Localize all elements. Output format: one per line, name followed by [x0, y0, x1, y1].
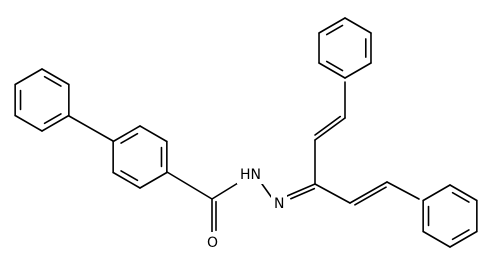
phenyl-ring-a-bond [14, 68, 43, 86]
nh-label-bg [237, 164, 263, 184]
vinyl-up-double-second [314, 115, 342, 136]
phenyl-ring-b-inner-bond [120, 170, 139, 182]
nh-to-n [261, 183, 273, 199]
n-label-bg [271, 193, 287, 213]
phenyl-ring-d-bond [422, 230, 451, 248]
phenyl-ring-b-inner-bond [120, 132, 139, 144]
phenyl-ring-b-bond [139, 171, 168, 189]
o-label-bg [205, 232, 221, 252]
vinyl-up-double [314, 117, 346, 141]
phenyl-ring-d-bond [422, 184, 451, 202]
phenyl-ring-a-bond [14, 114, 43, 132]
phenyl-ring-c-bond [344, 17, 372, 34]
biphenyl-link [68, 115, 114, 142]
phenyl-ring-d-bond [449, 184, 478, 202]
vinyl-down-double [349, 181, 388, 204]
phenyl-ring-b-bond [112, 171, 141, 189]
phenyl-ring-d-bond [449, 230, 478, 248]
phenyl-ring-b-bond [112, 125, 141, 143]
phenyl-ring-b-bond [139, 125, 168, 143]
phenyl-ring-a-inner-bond [43, 75, 62, 87]
phenyl-ring-a-inner-bond [43, 113, 62, 125]
atom-label-n: N [274, 196, 284, 212]
vinyl-to-ring-d [386, 181, 420, 200]
phenyl-ring-a-bond [41, 114, 70, 132]
atom-label-nh: HN [240, 167, 261, 183]
atom-label-layer: HN N O [205, 164, 287, 252]
phenyl-ring-a-bond [41, 68, 70, 86]
vinyl-down-double-second [354, 186, 387, 206]
imine-double [286, 183, 316, 197]
atom-label-o: O [207, 235, 218, 251]
phenyl-ring-c-bond [318, 62, 346, 79]
phenyl-ring-d-inner-bond [451, 229, 470, 241]
phenyl-ring-c-inner-bond [325, 24, 344, 36]
c-to-vinyl-down [314, 183, 351, 204]
phenyl-ring-c-inner-bond [325, 60, 344, 72]
carbonyl-to-nh [211, 182, 239, 200]
imine-double-second [290, 187, 316, 200]
phenyl-ring-c-bond [318, 17, 346, 34]
bond-layer [14, 17, 478, 248]
ring-to-carbonyl [166, 171, 213, 200]
phenyl-ring-c-bond [344, 62, 372, 79]
phenyl-ring-d-inner-bond [451, 191, 470, 203]
